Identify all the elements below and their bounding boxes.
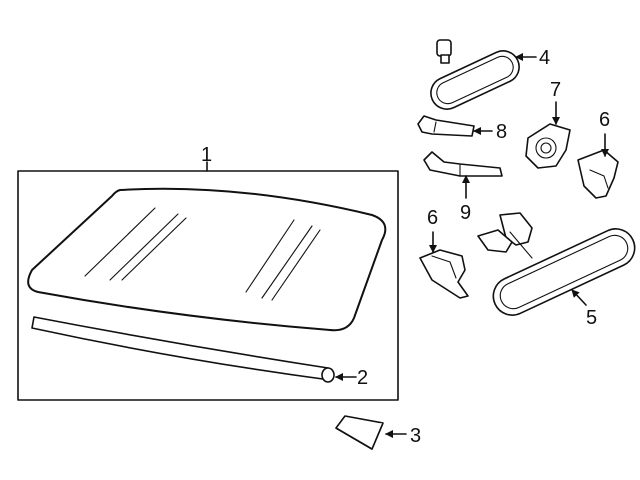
molding-strip <box>31 316 335 383</box>
callout-3: 3 <box>410 425 421 447</box>
leader-lines <box>335 53 609 438</box>
callout-4: 4 <box>539 47 550 69</box>
rear-view-mirror-small <box>430 39 520 110</box>
rear-view-mirror-large <box>477 212 636 316</box>
callout-1: 1 <box>201 144 212 166</box>
windshield-glass <box>27 187 387 332</box>
callout-7: 7 <box>550 79 561 101</box>
callout-8: 8 <box>496 121 507 143</box>
callout-9: 9 <box>460 202 471 224</box>
callout-6-left: 6 <box>427 207 438 229</box>
wedge-block <box>335 415 384 450</box>
rain-sensor <box>525 123 571 169</box>
sensor-cover-right <box>577 149 619 199</box>
callout-6-right: 6 <box>599 109 610 131</box>
mounting-bracket <box>417 115 475 137</box>
sensor-cover-left <box>419 249 469 299</box>
windshield-assembly-box <box>17 161 399 401</box>
callout-2: 2 <box>357 367 368 389</box>
callout-5: 5 <box>586 307 597 329</box>
trim-cover <box>423 151 503 177</box>
